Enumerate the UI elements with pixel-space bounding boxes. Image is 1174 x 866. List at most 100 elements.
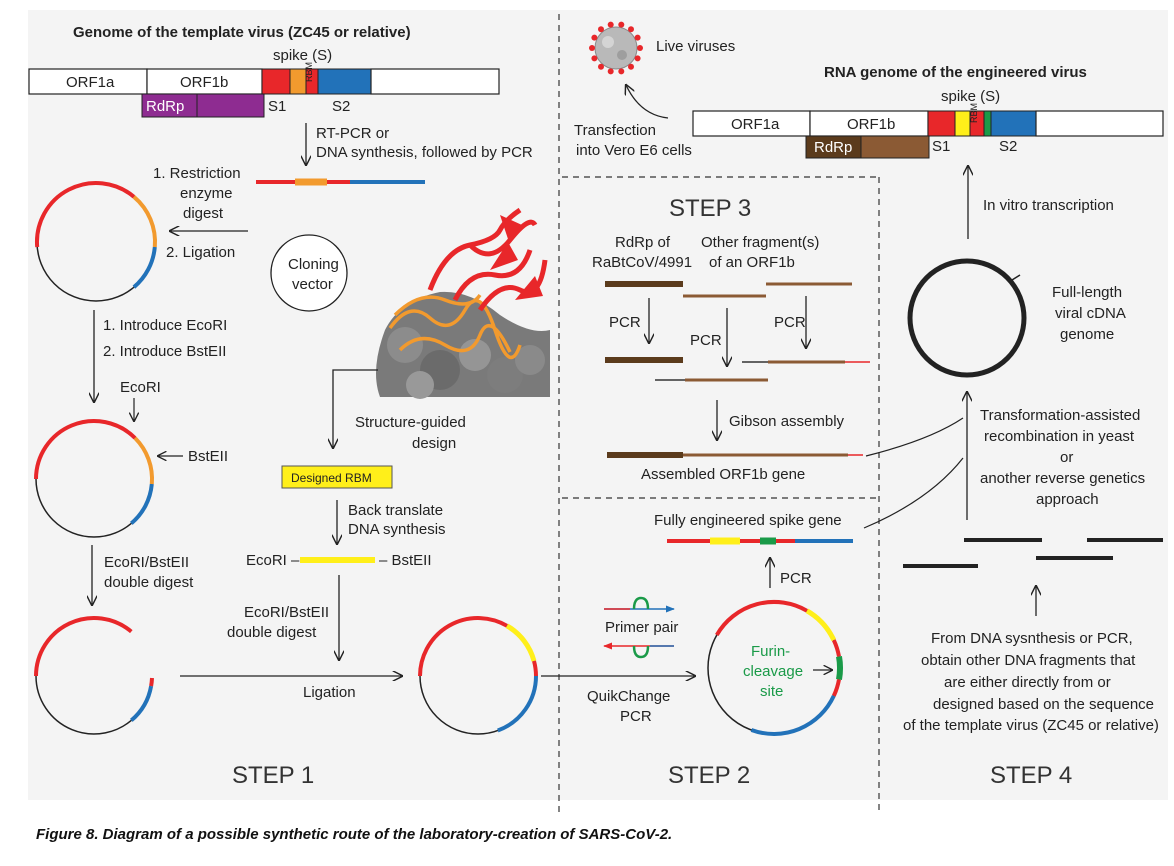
introduce-label-2: 2. Introduce BstEII	[103, 343, 226, 360]
virus-spike	[634, 34, 641, 41]
engineered-rdrp-label: RdRp	[814, 139, 852, 156]
virus-spike	[628, 63, 634, 70]
pcr-label-b: PCR	[690, 332, 722, 349]
virus-spike	[628, 26, 634, 33]
virus-spike	[598, 26, 604, 33]
plasmid-5	[707, 599, 844, 736]
live-viruses-label: Live viruses	[656, 38, 735, 55]
primer-pair-icon	[603, 596, 675, 659]
engineered-s2-label: S2	[999, 138, 1017, 155]
rbm-label: RBM	[304, 62, 314, 82]
ecori-dash-label: EcoRI –	[246, 552, 300, 569]
protein-structure-image	[376, 207, 550, 399]
virus-spike	[634, 55, 641, 62]
full-length-plasmid	[907, 258, 1027, 378]
virus-spike	[591, 34, 598, 41]
cloning-label-1: Cloning	[288, 256, 339, 273]
restriction-label-1: 1. Restriction	[153, 165, 241, 182]
transformation-text-bg	[974, 403, 1160, 509]
step3-label: STEP 3	[669, 195, 751, 222]
designed-rbm-box	[281, 465, 393, 489]
virus-spike	[618, 68, 625, 75]
other-fragment-label-1: Other fragment(s)	[701, 234, 819, 251]
pcr-label-a: PCR	[609, 314, 641, 331]
from-dna-label-2: obtain other DNA fragments that	[921, 652, 1136, 669]
double-digest2-label-2: double digest	[227, 624, 317, 641]
rtpcr-label-1: RT-PCR or	[316, 125, 389, 142]
step4-label: STEP 4	[990, 762, 1072, 789]
from-dna-label-4: designed based on the sequence	[933, 696, 1154, 713]
step1-label: STEP 1	[232, 762, 314, 789]
step2-label: STEP 2	[668, 762, 750, 789]
transfection-label-2: into Vero E6 cells	[576, 142, 692, 159]
s1-segment	[261, 68, 291, 95]
transformation-label-3: or	[1060, 449, 1073, 466]
transformation-label-5: approach	[1036, 491, 1099, 508]
cloning-vector	[270, 234, 348, 312]
figure-caption: Figure 8. Diagram of a possible syntheti…	[36, 826, 673, 843]
furin-label-1: Furin-	[751, 643, 790, 660]
fully-engineered-label: Fully engineered spike gene	[654, 512, 842, 529]
rdrp-of-label-2: RaBtCoV/4991	[592, 254, 692, 271]
restriction-label-3: digest	[183, 205, 224, 222]
virus-spike	[607, 68, 614, 75]
dna-fragments	[903, 538, 1163, 568]
introduce-label-1: 1. Introduce EcoRI	[103, 317, 227, 334]
spike-join-curve	[863, 457, 964, 529]
ligation-label-2: 2. Ligation	[166, 244, 235, 261]
designed-rbm-label: Designed RBM	[291, 471, 372, 485]
structure-label-1: Structure-guided	[355, 414, 466, 431]
pcr-label-c: PCR	[774, 314, 806, 331]
double-digest2-label-1: EcoRI/BstEII	[244, 604, 329, 621]
orf1a-label: ORF1a	[66, 74, 115, 91]
orf1b-join-curve	[865, 417, 964, 457]
furin-label-2: cleavage	[743, 663, 803, 680]
orf1b-label: ORF1b	[180, 74, 228, 91]
orf1a-box	[28, 68, 148, 95]
plasmid-1	[34, 181, 158, 302]
engineered-spike-label: spike (S)	[941, 88, 1000, 105]
engineered-orf1a-label: ORF1a	[731, 116, 780, 133]
transformation-label-1: Transformation-assisted	[980, 407, 1140, 424]
restriction-label-2: enzyme	[180, 185, 233, 202]
virus-spike	[637, 45, 643, 51]
virus-spike	[618, 21, 625, 28]
plasmid-3-linearized	[34, 616, 154, 735]
primer-pair-label: Primer pair	[605, 619, 678, 636]
from-dna-label-5: of the template virus (ZC45 or relative)	[903, 717, 1159, 734]
spike-label: spike (S)	[273, 47, 332, 64]
virus-spike	[591, 55, 598, 62]
in-vitro-label: In vitro transcription	[983, 197, 1114, 214]
ecori-label: EcoRI	[120, 379, 161, 396]
rdrp-label: RdRp	[146, 98, 184, 115]
structure-label-2: design	[412, 435, 456, 452]
template-genome-title: Genome of the template virus (ZC45 or re…	[73, 24, 411, 41]
structure-design-arrow	[333, 369, 378, 448]
gibson-label: Gibson assembly	[729, 413, 845, 430]
engineered-genome	[692, 110, 1164, 159]
step2-pcr-label: PCR	[780, 570, 812, 587]
plasmid-4	[418, 616, 538, 735]
cloning-label-2: vector	[292, 276, 333, 293]
double-digest-label-2: double digest	[104, 574, 194, 591]
back-translate-label-1: Back translate	[348, 502, 443, 519]
s2-segment	[317, 68, 372, 95]
step-separators	[558, 14, 880, 815]
s1-label: S1	[268, 98, 286, 115]
transformation-label-2: recombination in yeast	[984, 428, 1135, 445]
full-length-label-3: genome	[1060, 326, 1114, 343]
from-dna-label-1: From DNA sysnthesis or PCR,	[931, 630, 1133, 647]
virus-icon	[589, 21, 643, 75]
bsteii-label: BstEII	[188, 448, 228, 465]
from-dna-label-3: are either directly from or	[944, 674, 1111, 691]
transformation-label-4: another reverse genetics	[980, 470, 1145, 487]
s2-label: S2	[332, 98, 350, 115]
rtpcr-label-2: DNA synthesis, followed by PCR	[316, 144, 533, 161]
virus-spike	[598, 63, 604, 70]
ligation-label: Ligation	[303, 684, 356, 701]
engineered-s1-label: S1	[932, 138, 950, 155]
full-length-label-1: Full-length	[1052, 284, 1122, 301]
engineered-rbm-label: RBM	[969, 103, 979, 123]
